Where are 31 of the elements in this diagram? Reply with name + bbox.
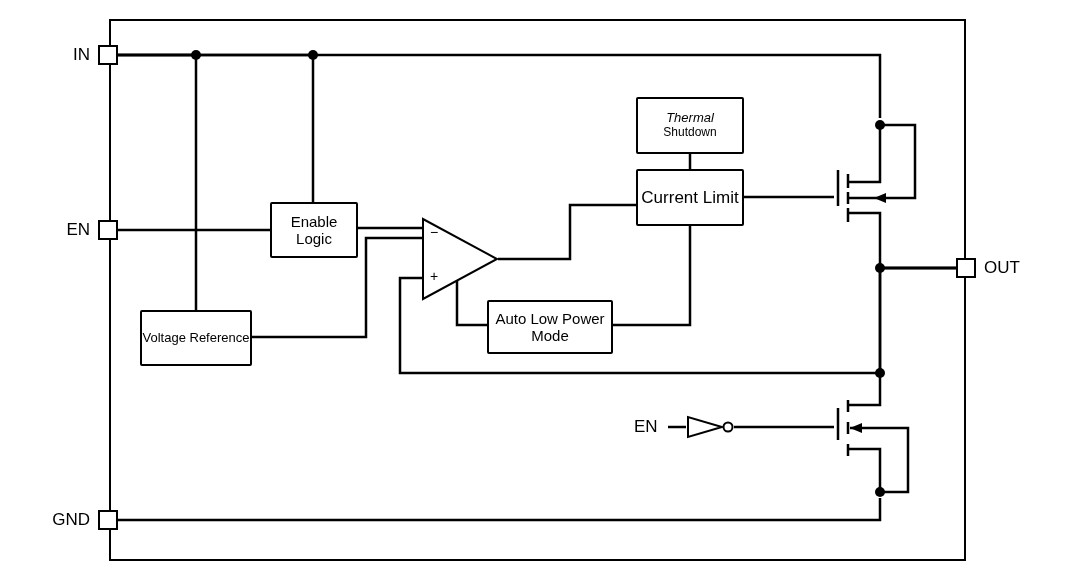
pin-label: EN [66,220,90,240]
block-label: Auto Low Power Mode [494,309,606,345]
block-label: Current Limit [641,187,739,208]
wire [252,236,422,339]
signal-label: EN [634,417,658,436]
wire [118,53,882,118]
block-label: Shutdown [663,126,717,140]
wire [878,266,956,398]
pin-label: IN [73,45,90,65]
block-label: Thermal [666,111,714,127]
block-box [140,310,252,366]
wire [455,281,487,327]
wire [668,425,686,429]
wire [118,228,270,232]
pin-label: OUT [984,258,1020,278]
wire [744,195,834,199]
block-box [487,300,613,354]
input-sign: − [430,224,439,240]
input-sign: + [430,268,439,284]
block-box [636,97,744,154]
wire [734,425,834,429]
block-box [636,169,744,226]
block-label: Voltage Reference [142,330,250,346]
inverter-gate-symbol [686,416,734,438]
block-label: Enable Logic [289,212,339,248]
wire [358,226,422,230]
block-box [270,202,358,258]
pin-label: GND [52,510,90,530]
wire [613,226,692,327]
wire [118,498,882,522]
wire [498,203,636,261]
